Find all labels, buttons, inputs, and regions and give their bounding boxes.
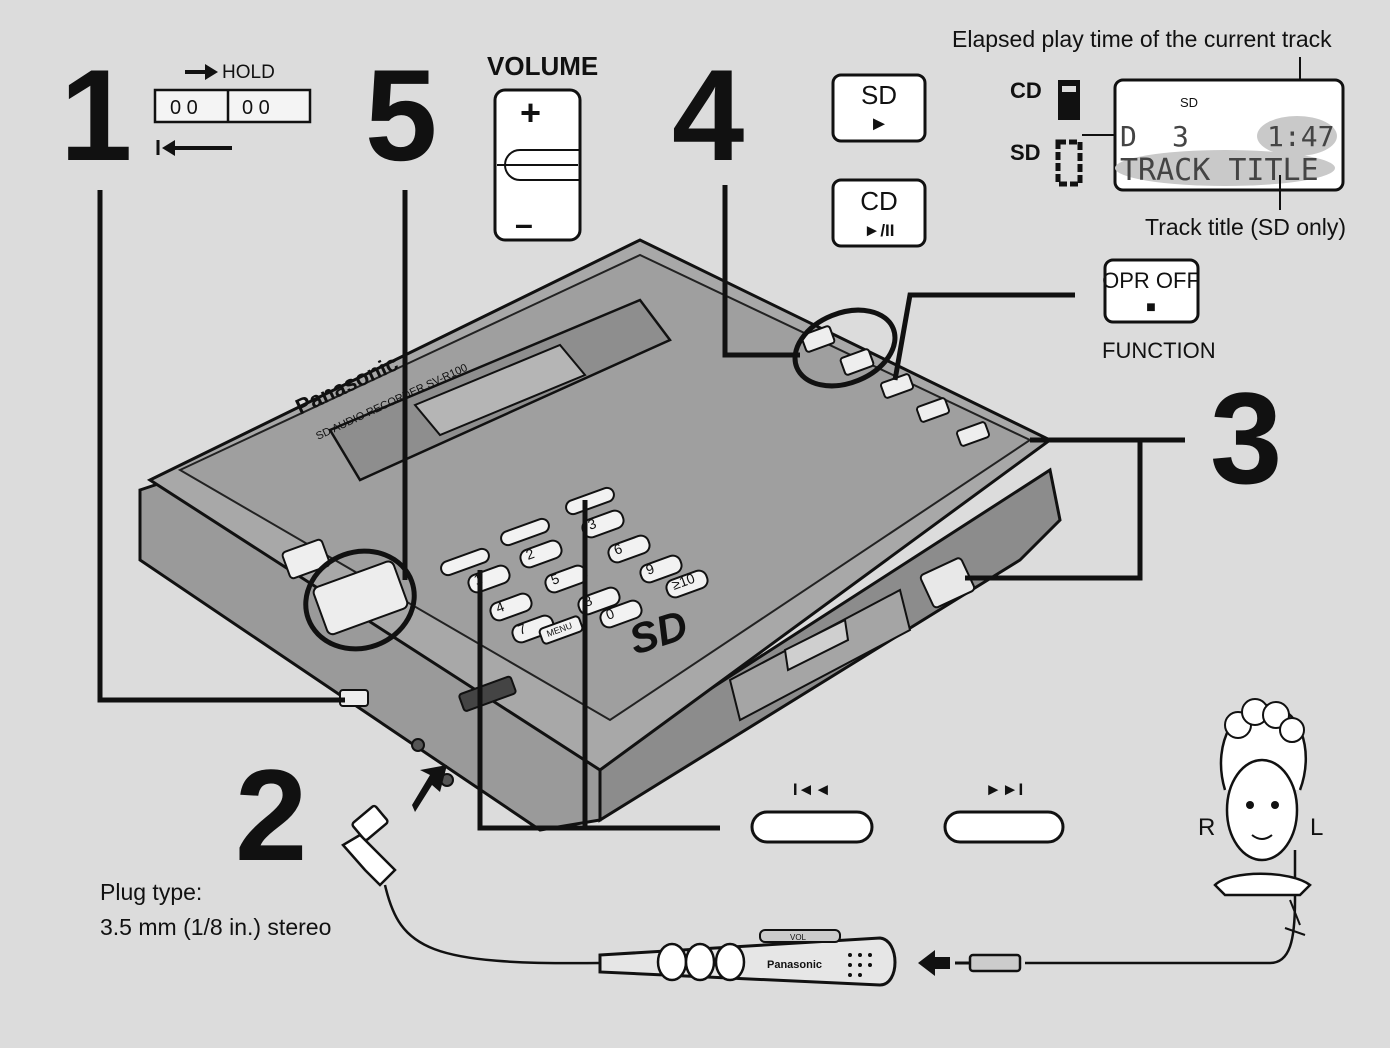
hold-label: HOLD	[222, 62, 275, 83]
play-pause-icon: ►/II	[864, 221, 895, 240]
step-5: 5	[365, 42, 437, 188]
step-3: 3	[1210, 365, 1282, 511]
plug-type-spec: 3.5 mm (1/8 in.) stereo	[100, 914, 331, 940]
remote-control: VOL Panasonic	[598, 929, 897, 987]
cd-play-pause-button[interactable]: CD ►/II	[831, 178, 927, 248]
cd-play-label: CD	[860, 186, 898, 216]
remote-vol-label: VOL	[790, 933, 807, 942]
keypad-key[interactable]	[510, 613, 556, 644]
lcd-top-label: SD	[1180, 95, 1198, 110]
right-ear-label: R	[1198, 814, 1215, 841]
lcd-track-title: TRACK TITLE	[1120, 153, 1319, 188]
lcd-display: SD D 3 1:47 TRACK TITLE	[1113, 78, 1345, 192]
skip-back-icon: I◄◄	[793, 780, 831, 799]
arrow-right-icon	[205, 64, 218, 80]
skip-forward-icon: ►►I	[985, 780, 1023, 799]
track-title-caption: Track title (SD only)	[1145, 214, 1346, 240]
remote-brand: Panasonic	[767, 959, 822, 971]
volume-minus[interactable]: –	[515, 206, 533, 242]
volume-title: VOLUME	[487, 51, 598, 81]
lcd-elapsed-time: 1:47	[1267, 120, 1334, 153]
keypad-key[interactable]	[598, 598, 644, 629]
insert-arrow-icon	[412, 765, 447, 812]
remote-button-2[interactable]	[684, 942, 716, 982]
lcd-track-number: 3	[1172, 120, 1189, 153]
remote-plug-icon	[955, 953, 1022, 973]
sd-indicator-icon	[1055, 139, 1083, 187]
volume-control[interactable]: + –	[493, 88, 582, 242]
sd-play-button[interactable]: SD ►	[831, 73, 927, 143]
leader-lines	[97, 185, 1185, 831]
sd-indicator-label: SD	[1010, 140, 1041, 165]
keypad-key[interactable]	[576, 585, 622, 616]
hold-switch-grip-left: 0 0	[170, 97, 198, 119]
stop-icon: ■	[1146, 299, 1156, 316]
volume-plus[interactable]: +	[520, 92, 541, 133]
headphone-user-figure	[1213, 698, 1312, 936]
remote-button-3[interactable]	[714, 942, 746, 982]
step-1: 1	[60, 42, 132, 188]
arrow-left-icon	[162, 140, 175, 156]
step-4: 4	[672, 42, 744, 188]
keypad-key[interactable]	[488, 591, 534, 622]
function-caption: FUNCTION	[1102, 338, 1216, 363]
cd-indicator-icon	[1058, 80, 1080, 120]
step-2: 2	[235, 742, 307, 888]
headphone-plug-icon	[341, 804, 397, 887]
cd-indicator-label: CD	[1010, 78, 1042, 103]
play-icon: ►	[869, 113, 889, 135]
keypad-key[interactable]	[638, 553, 684, 584]
remote-vol-rocker[interactable]	[759, 929, 841, 943]
keypad-key[interactable]	[518, 538, 564, 569]
elapsed-time-caption: Elapsed play time of the current track	[952, 26, 1332, 52]
skip-back-button[interactable]	[750, 810, 874, 844]
opr-off-button[interactable]: OPR OFF ■	[1102, 258, 1200, 324]
remote-button-1[interactable]	[656, 942, 688, 982]
keypad-key[interactable]	[606, 533, 652, 564]
skip-forward-button[interactable]	[943, 810, 1065, 844]
opr-off-label: OPR OFF	[1102, 268, 1200, 293]
hold-switch-grip-right: 0 0	[242, 97, 270, 119]
sd-play-label: SD	[861, 80, 897, 110]
lcd-mode: D	[1120, 120, 1137, 153]
keypad-key-label: ≥10	[670, 570, 698, 593]
left-ear-label: L	[1310, 814, 1323, 841]
connect-arrow-icon	[918, 950, 950, 976]
plug-type-label: Plug type:	[100, 879, 202, 905]
keypad-key[interactable]	[664, 568, 710, 599]
hold-switch[interactable]: HOLD 0 0 0 0	[153, 62, 312, 156]
